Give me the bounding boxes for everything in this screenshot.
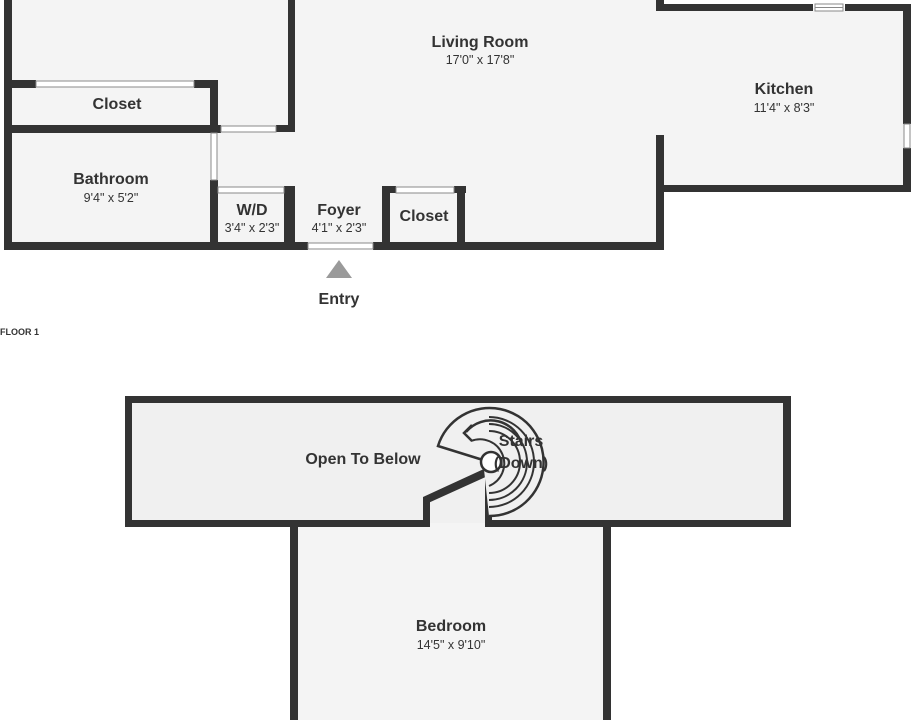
kitchen-dims: 11'4" x 8'3" <box>754 101 815 115</box>
foyer-label: Foyer <box>317 202 361 219</box>
floor-label: FLOOR 1 <box>0 327 39 337</box>
wd-dims: 3'4" x 2'3" <box>225 221 280 235</box>
closet-foyer-label: Closet <box>400 208 450 225</box>
living-room-dims: 17'0" x 17'8" <box>446 53 515 67</box>
window-openings-floor-1 <box>35 3 911 250</box>
bedroom-label: Bedroom <box>416 618 486 635</box>
bedroom-dims: 14'5" x 9'10" <box>417 638 486 652</box>
bathroom-label: Bathroom <box>73 171 149 188</box>
kitchen-label: Kitchen <box>755 81 814 98</box>
walls-floor-1 <box>4 0 911 250</box>
living-room-label: Living Room <box>432 34 529 51</box>
open-to-below-label: Open To Below <box>305 451 421 468</box>
stairs-direction-label: (Down) <box>494 455 548 472</box>
floor-1-plan: Living Room 17'0" x 17'8" Kitchen 11'4" … <box>4 0 911 308</box>
closet-upper-label: Closet <box>93 96 143 113</box>
stairs-label: Stairs <box>499 433 544 450</box>
floor-fill-bedroom <box>295 523 607 720</box>
stairs-icon <box>436 406 545 518</box>
foyer-dims: 4'1" x 2'3" <box>312 221 367 235</box>
floor-2-plan: Open To Below Stairs (Down) Bedroom 14'5… <box>125 396 791 720</box>
bathroom-dims: 9'4" x 5'2" <box>84 191 139 205</box>
wd-label: W/D <box>236 202 267 219</box>
entry-arrow-icon <box>326 260 352 278</box>
entry-label: Entry <box>319 291 360 308</box>
floor-fill-main <box>8 0 662 246</box>
floor-fill-kitchen <box>658 8 908 190</box>
walls-floor-2 <box>125 396 791 720</box>
